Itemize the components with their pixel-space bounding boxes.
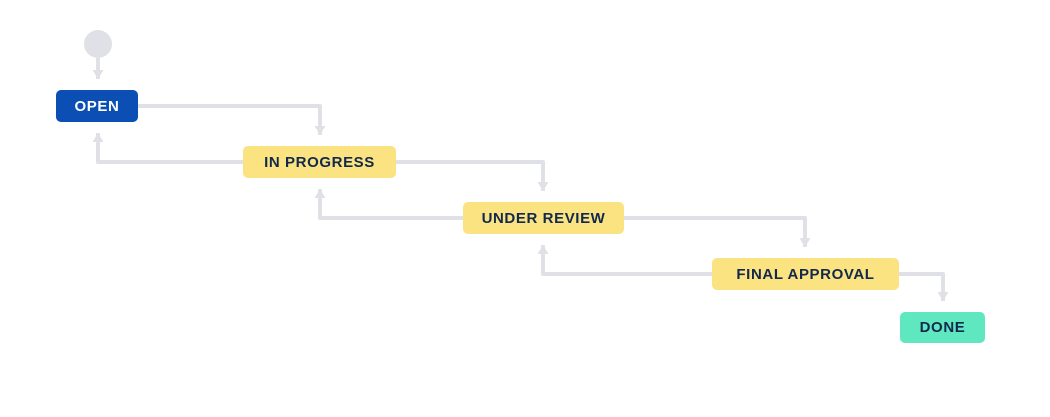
- status-node-label: UNDER REVIEW: [481, 209, 606, 227]
- status-node-under-review[interactable]: UNDER REVIEW: [463, 202, 624, 234]
- connector-under-review-to-in-progress: [314, 189, 463, 220]
- connector-final-approval-to-under-review: [537, 245, 712, 276]
- status-node-label: DONE: [919, 319, 966, 336]
- connector-under-review-to-final-approval: [624, 216, 811, 247]
- connector-in-progress-to-open: [92, 133, 243, 164]
- start-circle-icon: [84, 30, 112, 58]
- status-node-open[interactable]: OPEN: [56, 90, 138, 122]
- connector-open-to-in-progress: [138, 104, 326, 135]
- connector-final-approval-to-done: [899, 272, 949, 301]
- status-node-in-progress[interactable]: IN PROGRESS: [243, 146, 396, 178]
- status-node-label: IN PROGRESS: [264, 153, 375, 171]
- status-node-label: FINAL APPROVAL: [736, 265, 875, 283]
- status-node-done[interactable]: DONE: [900, 312, 985, 343]
- connector-in-progress-to-under-review: [396, 160, 549, 191]
- status-node-final-approval[interactable]: FINAL APPROVAL: [712, 258, 899, 290]
- status-node-label: OPEN: [74, 97, 120, 115]
